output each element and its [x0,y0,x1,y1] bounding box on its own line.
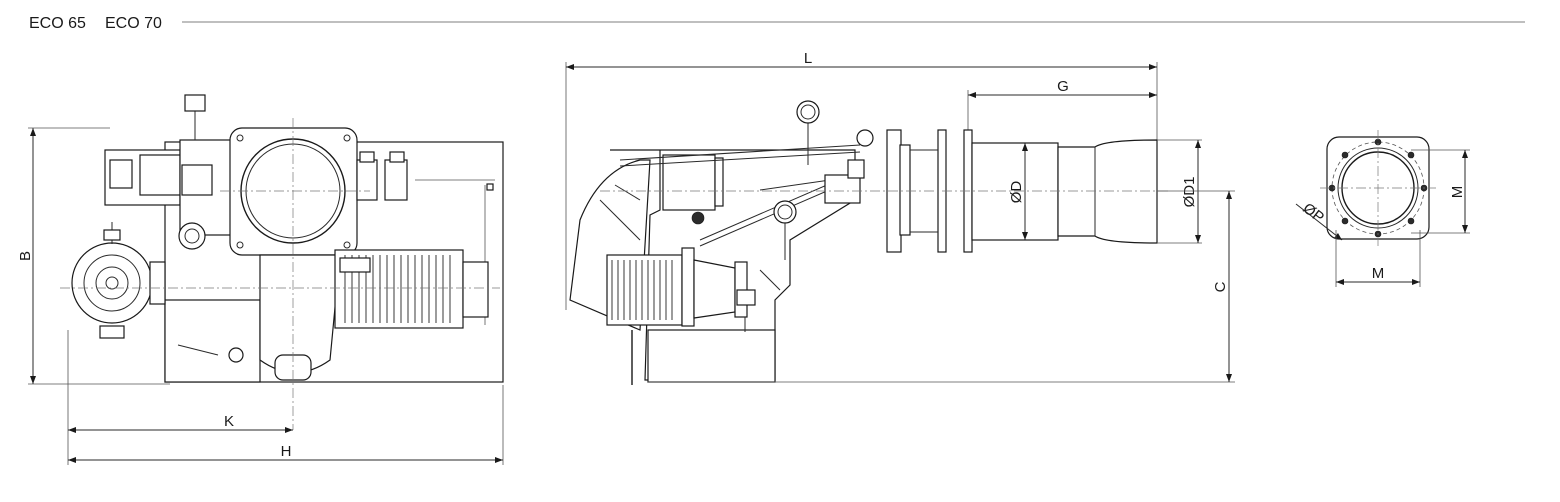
blast-tube [971,142,1059,241]
dimension-g-label: G [1057,78,1069,95]
dimension-c: C [648,190,1235,383]
dimension-b-label: B [17,251,34,261]
side-view: L G [565,50,1235,385]
dimension-l: L [565,50,1158,310]
dimension-h-label: H [281,443,292,460]
flange-view: ØP M M [1295,130,1470,287]
side-valve-cluster [824,174,861,204]
model-label-eco70: ECO 70 [105,15,162,32]
side-base [647,329,776,383]
side-motor [606,254,683,326]
dimension-m-horizontal-label: M [1372,265,1385,282]
dimension-d: ØD [1008,143,1028,240]
solenoid-valve-1 [356,159,378,201]
dimension-k: K [67,330,293,465]
dimension-m-vertical-label: M [1449,186,1466,199]
dimension-l-label: L [804,50,812,67]
solenoid-valve-2 [384,159,408,201]
dimension-d1-label: ØD1 [1181,177,1198,208]
dimension-h: H [68,385,504,465]
dimension-d1: ØD1 [1157,139,1202,244]
lifting-eye [856,129,874,147]
dimension-c-label: C [1212,281,1229,292]
combustion-head [1057,139,1158,244]
dimension-k-label: K [224,413,234,430]
control-box [662,154,716,211]
front-base-plate [164,299,261,383]
dimension-b: B [17,127,170,385]
dimension-p-label: ØP [1300,200,1328,227]
dimension-g: G [967,78,1157,130]
air-inlet-flange [229,127,358,256]
gauge-lower [773,200,797,224]
dimension-d-label: ØD [1008,181,1025,204]
front-view: B [17,94,504,465]
model-label-eco65: ECO 65 [29,15,86,32]
gauge-top [796,100,820,124]
dimension-m-horizontal: M [1335,230,1421,287]
pressure-switch [184,94,206,112]
dimension-m-vertical: M [1411,149,1470,234]
